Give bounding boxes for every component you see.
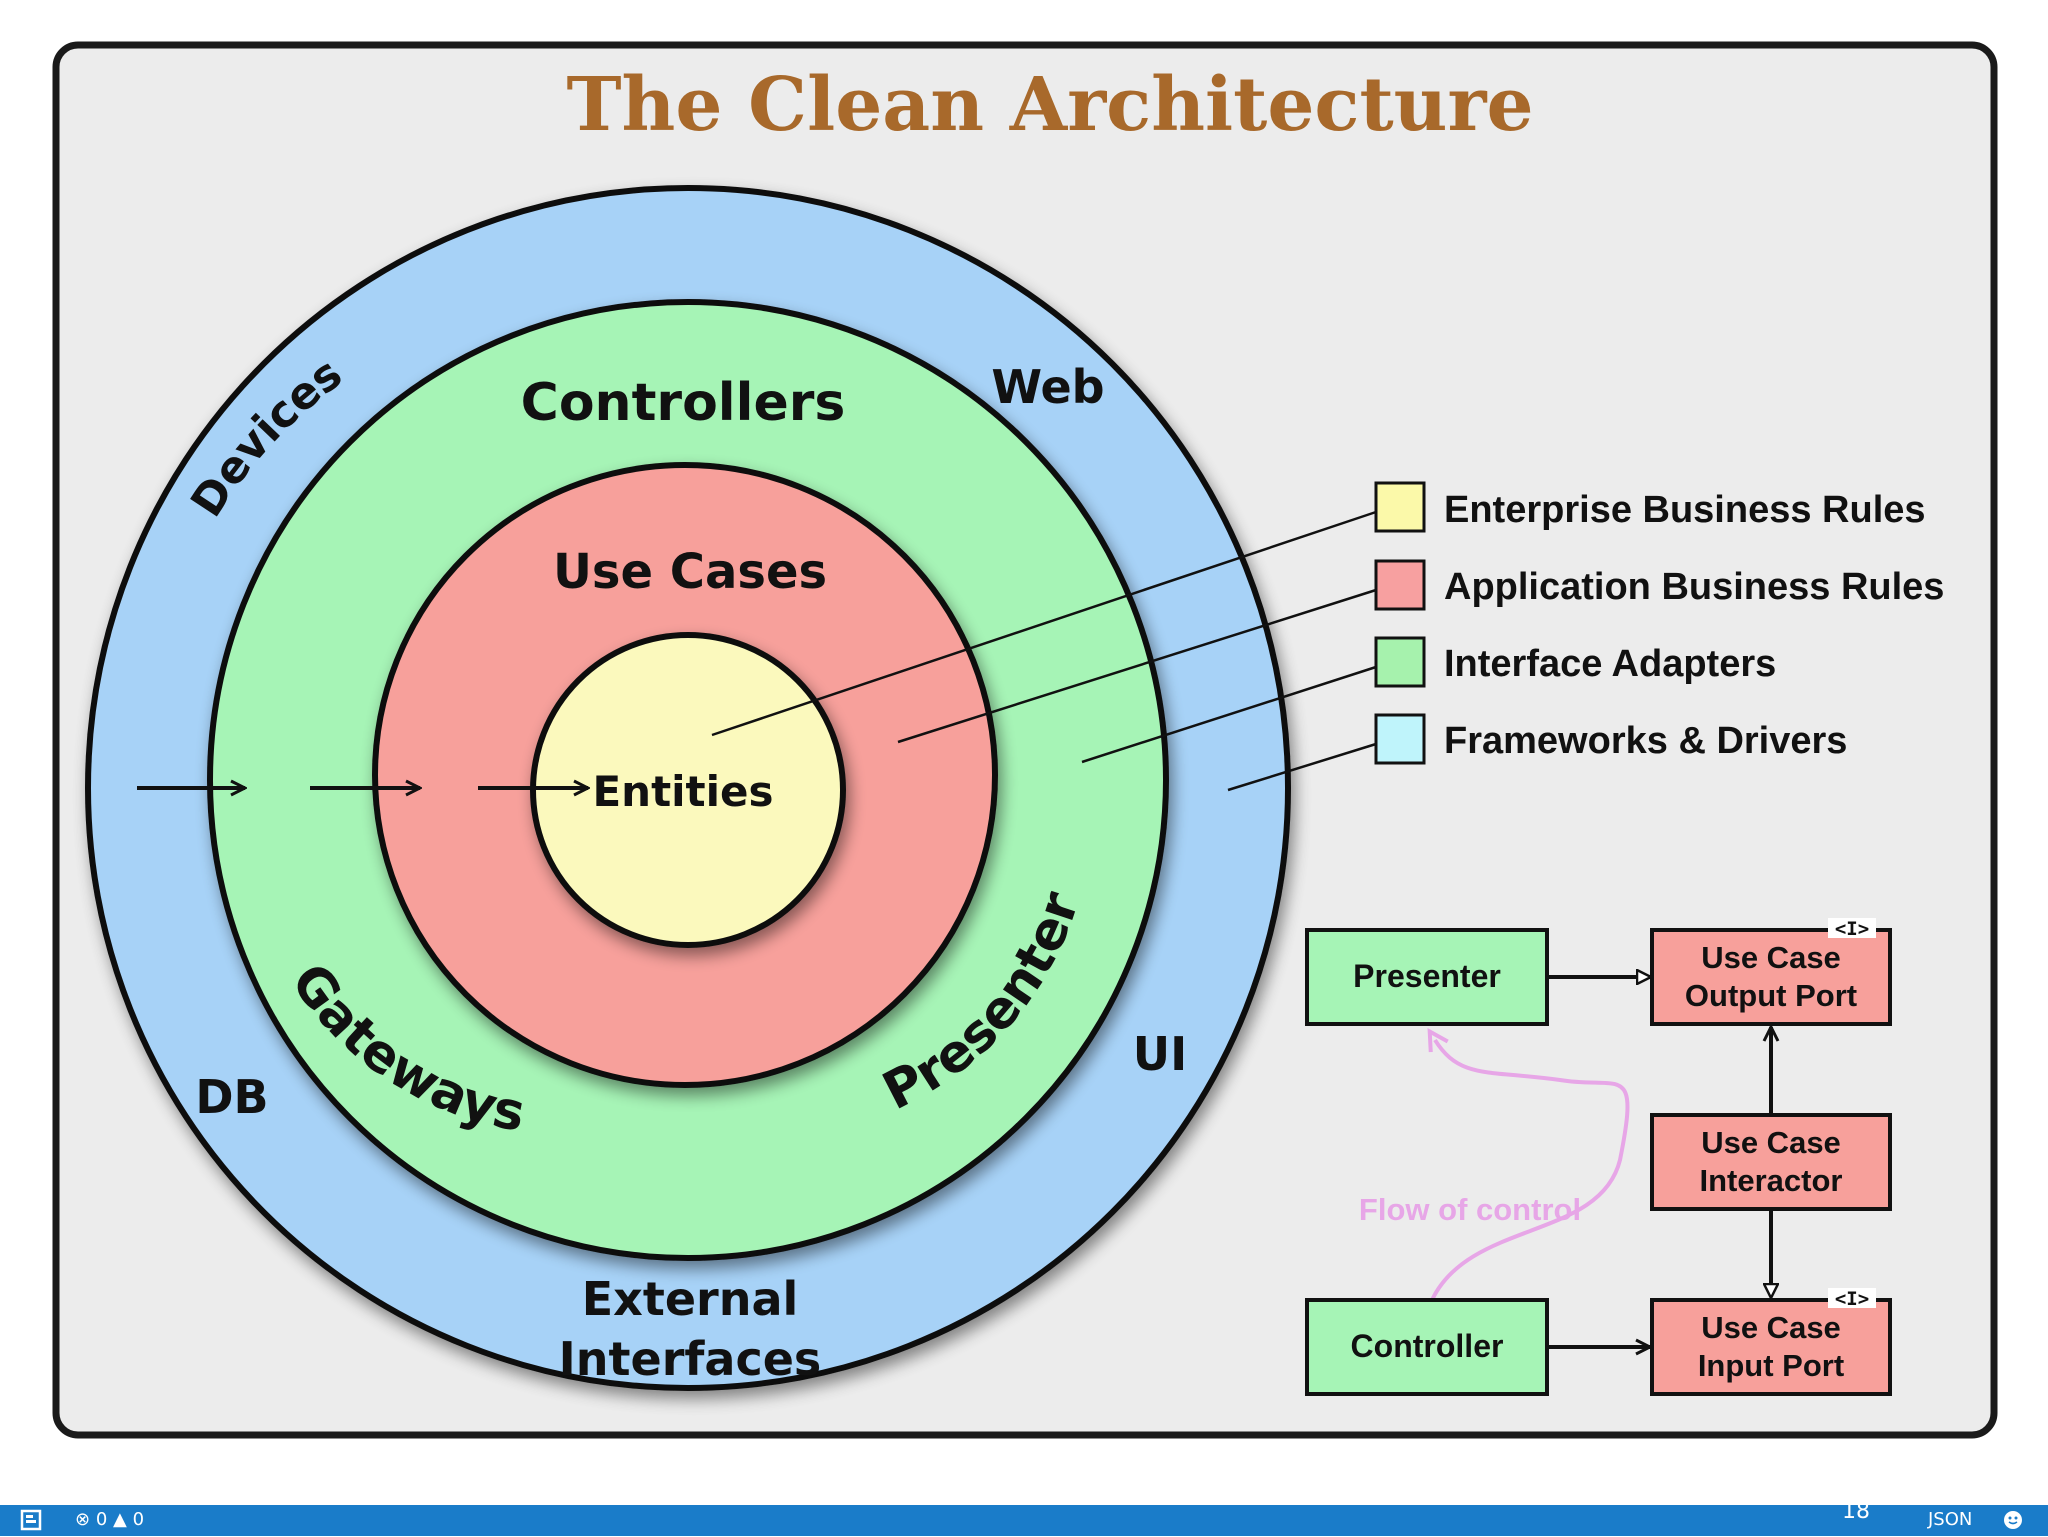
error-icon: ⊗ [75,1509,91,1530]
legend: Enterprise Business Rules Application Bu… [1374,481,1944,765]
interactor-box [1650,1113,1892,1211]
legend-label-frameworks: Frameworks & Drivers [1444,720,1847,762]
legend-label-adapters: Interface Adapters [1444,643,1776,685]
problems-indicator[interactable]: ⊗ 0 ▲ 0 [75,1509,144,1531]
presenter-box-label: Presenter [1353,958,1501,994]
controller-box [1305,1298,1549,1396]
input-port-label-line2: Input Port [1698,1348,1844,1383]
ui-label: UI [1133,1027,1187,1081]
legend-label-application: Application Business Rules [1444,566,1944,608]
flow-of-control-diagram: Flow of control Presenter Use Case Outpu… [1305,918,1892,1396]
input-port-label-line1: Use Case [1701,1310,1841,1345]
web-label: Web [991,360,1104,414]
feedback-icon[interactable] [2002,1509,2024,1537]
output-port-box [1650,928,1892,1026]
legend-label-enterprise: Enterprise Business Rules [1444,489,1926,531]
entities-label: Entities [592,767,773,816]
controllers-label: Controllers [521,373,846,433]
status-bar: ⊗ 0 ▲ 0 18 JSON [0,1501,2048,1537]
language-mode[interactable]: JSON [1928,1509,1973,1530]
warning-count: 0 [132,1509,145,1530]
output-port-interface-tag-bg [1828,918,1876,938]
presenter-box [1305,928,1549,1026]
output-port-label-line1: Use Case [1701,940,1841,975]
legend-swatch-enterprise [1374,481,1426,533]
warning-icon: ▲ [113,1509,127,1530]
legend-swatch-adapters [1374,636,1426,688]
input-port-box [1650,1298,1892,1396]
use-cases-label: Use Cases [553,544,827,600]
remote-icon[interactable] [20,1509,44,1537]
page-number: 18 [1842,1499,1870,1524]
legend-swatch-application [1374,559,1426,611]
output-port-interface-marker: <I> [1835,918,1869,940]
slide: The Clean Architecture Devices Web DB UI… [0,0,1998,1439]
diagram-title: The Clean Architecture [566,62,1533,148]
legend-leader-lines [711,510,1377,792]
db-label: DB [195,1070,268,1124]
controller-box-label: Controller [1351,1328,1504,1364]
legend-swatch-frameworks [1374,713,1426,765]
error-count: 0 [95,1509,108,1530]
external-interfaces-label-line1: External [582,1272,799,1326]
external-interfaces-label-line2: Interfaces [559,1332,822,1386]
clean-architecture-diagram: The Clean Architecture Devices Web DB UI… [0,0,1998,1439]
flow-of-control-curve [1432,1040,1630,1301]
input-port-interface-marker: <I> [1835,1288,1869,1310]
interactor-label-line2: Interactor [1700,1163,1843,1198]
input-port-interface-tag-bg [1828,1288,1876,1308]
interactor-label-line1: Use Case [1701,1125,1841,1160]
flow-of-control-label: Flow of control [1359,1192,1581,1227]
output-port-label-line2: Output Port [1685,978,1857,1013]
